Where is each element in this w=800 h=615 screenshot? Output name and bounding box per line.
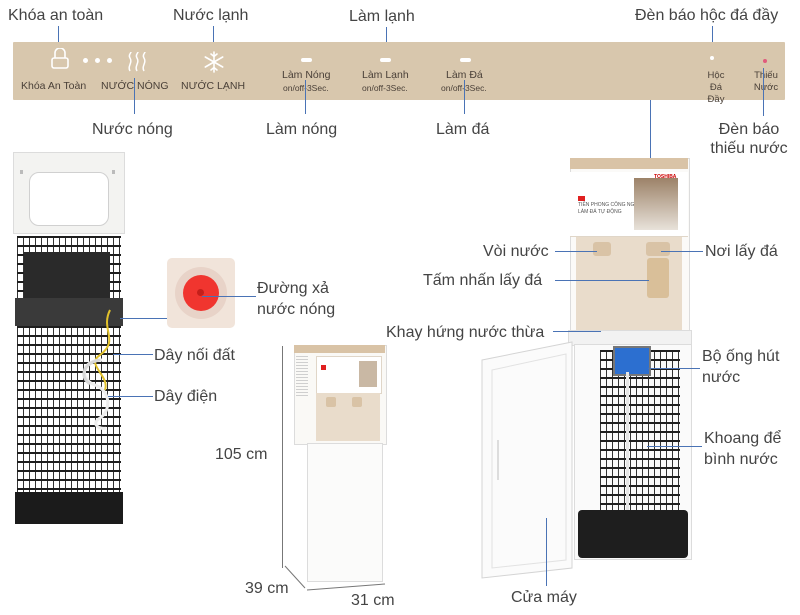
leader-ice-full — [712, 26, 713, 56]
dot-icon — [83, 58, 88, 63]
leader-heating — [305, 80, 306, 114]
leader-ice-outlet — [661, 251, 703, 252]
back-handle — [29, 172, 109, 226]
promo-line1: TIÊN PHONG CÔNG NGHỆ — [578, 202, 642, 208]
low-water-light — [763, 59, 767, 63]
lock-icon — [51, 48, 69, 69]
ice-full-light — [710, 56, 714, 60]
label-suction-tube: Bộ ống hút nước — [702, 348, 780, 386]
leader-bottle-compartment — [647, 446, 702, 447]
dim-height: 105 cm — [215, 446, 268, 463]
label-ice-press-plate: Tấm nhấn lấy đá — [423, 272, 543, 289]
leader-child-lock — [58, 26, 59, 52]
promo-line2: LÀM ĐÁ TỰ ĐỘNG — [578, 209, 622, 215]
heating-indicator — [301, 58, 312, 62]
small-lower-cabinet — [307, 443, 383, 582]
screw-icon — [20, 170, 23, 174]
small-sticker — [316, 356, 382, 394]
leader-drip-tray — [553, 331, 601, 332]
bottle-base — [578, 510, 688, 558]
leader-panel-zoom — [650, 100, 651, 160]
hot-drain-inset — [167, 258, 235, 328]
height-dimension-line — [282, 346, 283, 568]
leader-suction-tube — [648, 368, 700, 369]
base-dimension-lines — [284, 565, 386, 591]
label-faucet: Vòi nước — [483, 243, 549, 260]
panel-cooling-sub: on/off-3Sec. — [362, 83, 408, 93]
label-ground-wire: Dây nối đất — [154, 347, 235, 364]
small-panel-strip — [294, 345, 385, 353]
label-child-lock: Khóa an toàn — [8, 7, 104, 24]
small-vent — [296, 356, 308, 396]
open-door[interactable] — [478, 340, 578, 580]
leader-ice-press — [555, 280, 649, 281]
leader-ground-wire — [113, 354, 153, 355]
large-sticker: TOSHIBA TIÊN PHONG CÔNG NGHỆ LÀM ĐÁ TỰ Đ… — [570, 172, 688, 237]
small-ice-outlet — [352, 397, 362, 407]
label-ice-full-light: Đèn báo hộc đá đầy — [635, 7, 779, 24]
dim-width: 31 cm — [351, 592, 395, 609]
label-drip-tray: Khay hứng nước thừa — [386, 324, 545, 341]
label-door: Cửa máy — [511, 589, 577, 606]
snowflake-icon[interactable] — [203, 51, 225, 73]
cables — [82, 309, 111, 430]
label-power-cord: Dây điện — [154, 388, 218, 405]
panel-ice-full: Hộc Đá Đầy — [707, 70, 725, 105]
brand-logo: TOSHIBA — [654, 174, 677, 180]
suction-head — [613, 346, 651, 376]
steam-icon[interactable] — [126, 51, 148, 73]
panel-heating[interactable]: Làm Nóng — [282, 69, 331, 81]
label-low-water-light: Đèn báo thiếu nước — [710, 121, 788, 157]
leader-power-cord — [108, 396, 153, 397]
panel-cold-water: NƯỚC LẠNH — [181, 80, 246, 92]
back-bracket — [15, 298, 123, 326]
small-faucet — [326, 397, 336, 407]
faucet-knob[interactable] — [593, 242, 611, 256]
leader-inset — [120, 318, 167, 319]
leader-door — [546, 518, 547, 586]
label-heating: Làm nóng — [266, 121, 338, 138]
leader-low-water — [763, 68, 764, 116]
leader-cooling — [386, 27, 387, 55]
leader-faucet — [555, 251, 597, 252]
ice-outlet-knob[interactable] — [646, 242, 670, 256]
label-ice-outlet: Nơi lấy đá — [705, 243, 778, 260]
label-cold-water: Nước lạnh — [173, 7, 249, 24]
leader-ice — [464, 80, 465, 114]
label-ice-making: Làm đá — [436, 121, 490, 138]
label-cooling: Làm lạnh — [349, 8, 415, 25]
panel-child-lock: Khóa An Toàn — [21, 80, 87, 92]
screw-icon — [112, 170, 115, 174]
suction-tube — [626, 372, 629, 527]
leader-hot-water — [134, 78, 135, 114]
panel-cooling[interactable]: Làm Lạnh — [362, 69, 409, 81]
ice-indicator — [460, 58, 471, 62]
label-bottle-compartment: Khoang để bình nước — [704, 430, 782, 468]
dim-depth: 39 cm — [245, 580, 289, 597]
inner-grille — [600, 350, 680, 510]
dot-icon — [107, 58, 112, 63]
cooling-indicator — [380, 58, 391, 62]
back-base — [15, 492, 123, 524]
panel-ice-sub: on/off-3Sec. — [441, 83, 487, 93]
large-panel-strip — [570, 158, 688, 169]
leader-hot-drain — [202, 296, 256, 297]
ice-press-plate[interactable] — [647, 258, 669, 298]
leader-cold-water — [213, 26, 214, 51]
control-panel: Khóa An Toàn NƯỚC NÓNG NƯỚC LẠNH Làm Nón… — [13, 42, 785, 105]
dot-icon — [95, 58, 100, 63]
label-hot-water: Nước nóng — [92, 121, 173, 138]
label-hot-drain: Đường xả nước nóng — [257, 280, 336, 318]
panel-low-water: Thiếu Nước — [753, 70, 779, 93]
panel-ice[interactable]: Làm Đá — [446, 69, 483, 81]
